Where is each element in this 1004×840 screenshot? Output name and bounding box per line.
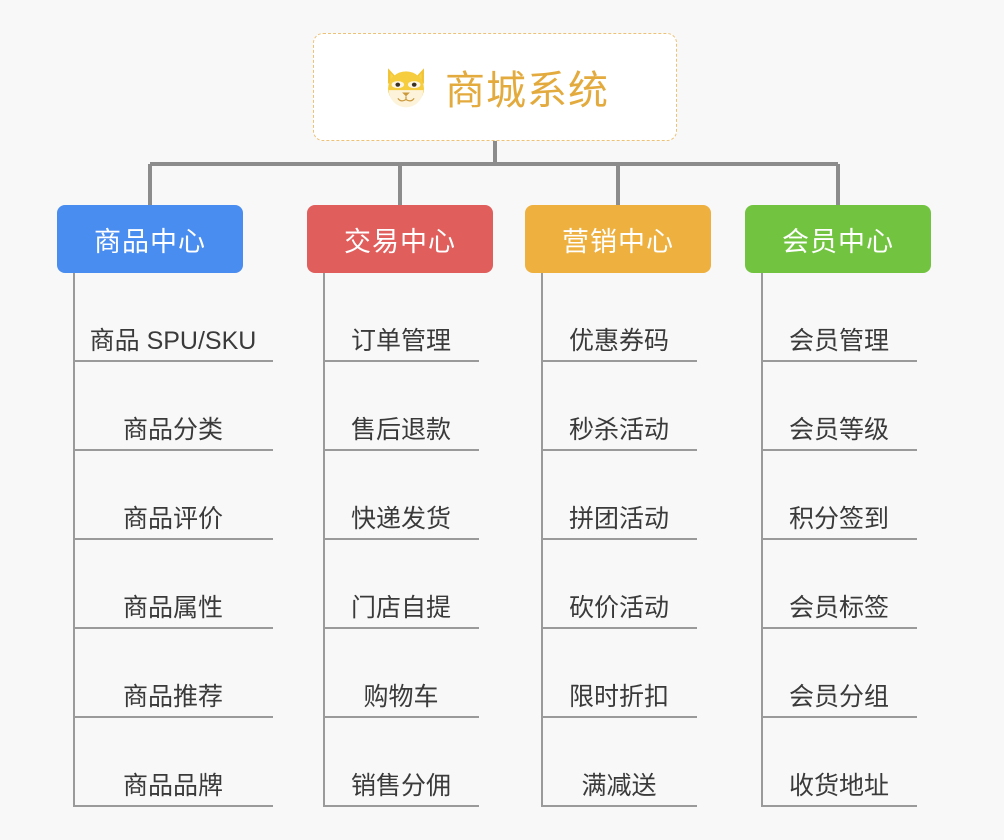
leaf-item-label: 优惠券码 bbox=[568, 326, 669, 355]
leaf-item-label: 订单管理 bbox=[350, 326, 451, 355]
leaf-item-label: 销售分佣 bbox=[350, 771, 451, 800]
category-box-0[interactable]: 商品中心 bbox=[57, 205, 243, 273]
leaf-item[interactable]: 商品分类 bbox=[73, 362, 273, 451]
leaf-item[interactable]: 销售分佣 bbox=[323, 718, 479, 807]
leaf-item[interactable]: 收货地址 bbox=[761, 718, 917, 807]
leaf-item[interactable]: 订单管理 bbox=[323, 273, 479, 362]
leaf-item[interactable]: 砍价活动 bbox=[541, 540, 697, 629]
leaf-item-label: 快递发货 bbox=[350, 504, 451, 533]
root-to-bus-connector bbox=[148, 141, 840, 205]
leaf-item[interactable]: 限时折扣 bbox=[541, 629, 697, 718]
leaf-item[interactable]: 商品属性 bbox=[73, 540, 273, 629]
leaf-item[interactable]: 满减送 bbox=[541, 718, 697, 807]
category-title: 商品中心 bbox=[94, 226, 206, 257]
leaf-item-label: 商品评价 bbox=[122, 504, 223, 533]
leaf-item-label: 商品 SPU/SKU bbox=[89, 326, 257, 355]
leaf-item-label: 砍价活动 bbox=[568, 593, 669, 622]
leaf-item-label: 秒杀活动 bbox=[568, 415, 669, 444]
leaf-item[interactable]: 商品品牌 bbox=[73, 718, 273, 807]
leaf-item[interactable]: 优惠券码 bbox=[541, 273, 697, 362]
leaf-item-label: 满减送 bbox=[581, 771, 657, 800]
leaf-item-label: 会员分组 bbox=[788, 682, 889, 711]
leaf-item-label: 售后退款 bbox=[350, 415, 451, 444]
leaf-item[interactable]: 会员标签 bbox=[761, 540, 917, 629]
category-title: 交易中心 bbox=[344, 226, 456, 257]
category-title: 营销中心 bbox=[562, 226, 674, 257]
leaf-item-label: 商品品牌 bbox=[122, 771, 223, 800]
leaf-trunk-line bbox=[323, 273, 325, 807]
leaf-item[interactable]: 售后退款 bbox=[323, 362, 479, 451]
leaf-item-label: 购物车 bbox=[363, 682, 439, 711]
leaf-item[interactable]: 商品推荐 bbox=[73, 629, 273, 718]
leaf-item[interactable]: 门店自提 bbox=[323, 540, 479, 629]
leaf-item[interactable]: 秒杀活动 bbox=[541, 362, 697, 451]
root-node[interactable]: 商城系统 bbox=[313, 33, 677, 141]
leaf-trunk-line bbox=[73, 273, 75, 807]
leaf-item-label: 商品推荐 bbox=[122, 682, 223, 711]
leaf-item[interactable]: 积分签到 bbox=[761, 451, 917, 540]
leaf-item-label: 限时折扣 bbox=[568, 682, 669, 711]
leaf-trunk-line bbox=[541, 273, 543, 807]
leaf-item-label: 商品属性 bbox=[122, 593, 223, 622]
leaf-item[interactable]: 会员分组 bbox=[761, 629, 917, 718]
dog-face-icon bbox=[381, 62, 431, 112]
category-title: 会员中心 bbox=[782, 226, 894, 257]
category-box-3[interactable]: 会员中心 bbox=[745, 205, 931, 273]
leaf-item[interactable]: 快递发货 bbox=[323, 451, 479, 540]
leaf-item[interactable]: 会员管理 bbox=[761, 273, 917, 362]
leaf-item[interactable]: 拼团活动 bbox=[541, 451, 697, 540]
leaf-item[interactable]: 商品 SPU/SKU bbox=[73, 273, 273, 362]
category-box-2[interactable]: 营销中心 bbox=[525, 205, 711, 273]
leaf-item-label: 门店自提 bbox=[350, 593, 451, 622]
leaf-item-label: 商品分类 bbox=[122, 415, 223, 444]
leaf-item[interactable]: 会员等级 bbox=[761, 362, 917, 451]
leaf-trunk-line bbox=[761, 273, 763, 807]
leaf-item[interactable]: 购物车 bbox=[323, 629, 479, 718]
leaf-item-label: 积分签到 bbox=[788, 504, 889, 533]
leaf-item-label: 拼团活动 bbox=[568, 504, 669, 533]
leaf-item[interactable]: 商品评价 bbox=[73, 451, 273, 540]
leaf-item-label: 会员等级 bbox=[788, 415, 889, 444]
leaf-item-label: 会员标签 bbox=[788, 593, 889, 622]
category-box-1[interactable]: 交易中心 bbox=[307, 205, 493, 273]
leaf-item-label: 收货地址 bbox=[788, 771, 889, 800]
root-title: 商城系统 bbox=[445, 69, 609, 113]
leaf-item-label: 会员管理 bbox=[788, 326, 889, 355]
